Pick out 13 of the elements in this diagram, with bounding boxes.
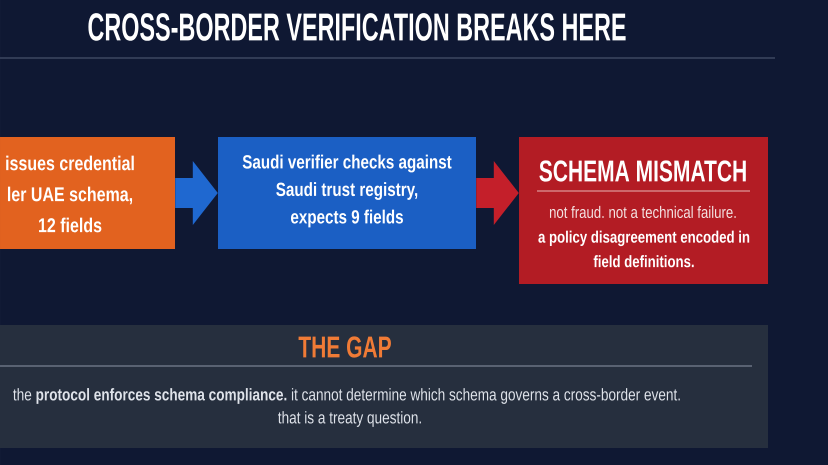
info-panel (0, 324, 768, 448)
panel-text: that is a treaty question. (278, 411, 421, 427)
arrow (476, 161, 519, 225)
alert-box (519, 137, 768, 284)
arrow (175, 161, 218, 225)
process-box: issues credential ler UAE schema, 12 fields (0, 137, 175, 249)
title: CROSS-BORDER VERIFICATION BREAKS HERE (88, 13, 626, 41)
box-text: not fraud. not a technical failure. (550, 206, 736, 218)
box-text: a policy disagreement encoded in field definitions. (538, 230, 750, 268)
panel-heading: THE GAP (298, 336, 391, 358)
panel-text: the protocol enforces schema compliance. it cannot determine which schema governs a cross-border event. (13, 388, 680, 404)
box-heading: SCHEMA MISMATCH (539, 160, 746, 182)
process-box: Saudi verifier checks against Saudi trust registry, expects 9 fields (218, 137, 476, 249)
